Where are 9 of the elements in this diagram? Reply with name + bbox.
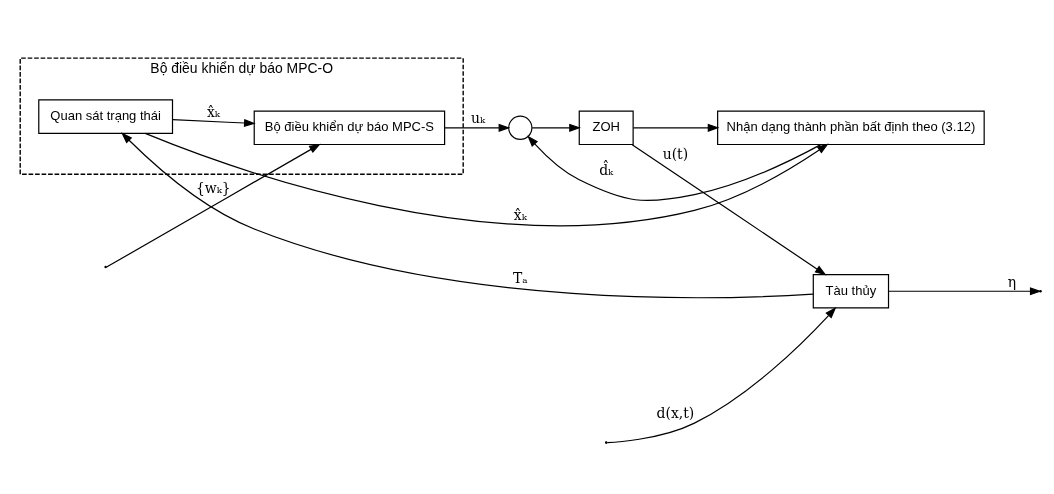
edge-label: uₖ (471, 110, 486, 127)
edge-label: x̂ₖ (206, 103, 220, 120)
edge-label: Tₐ (512, 269, 528, 286)
edge-label: d(x,t) (656, 405, 695, 422)
edge-label: η (1007, 273, 1017, 290)
edge-label: d̂ₖ (599, 162, 614, 179)
edge-label: x̂ₖ (513, 206, 527, 223)
edge-label: {wₖ} (196, 179, 231, 196)
edge-label: u(t) (662, 146, 689, 163)
